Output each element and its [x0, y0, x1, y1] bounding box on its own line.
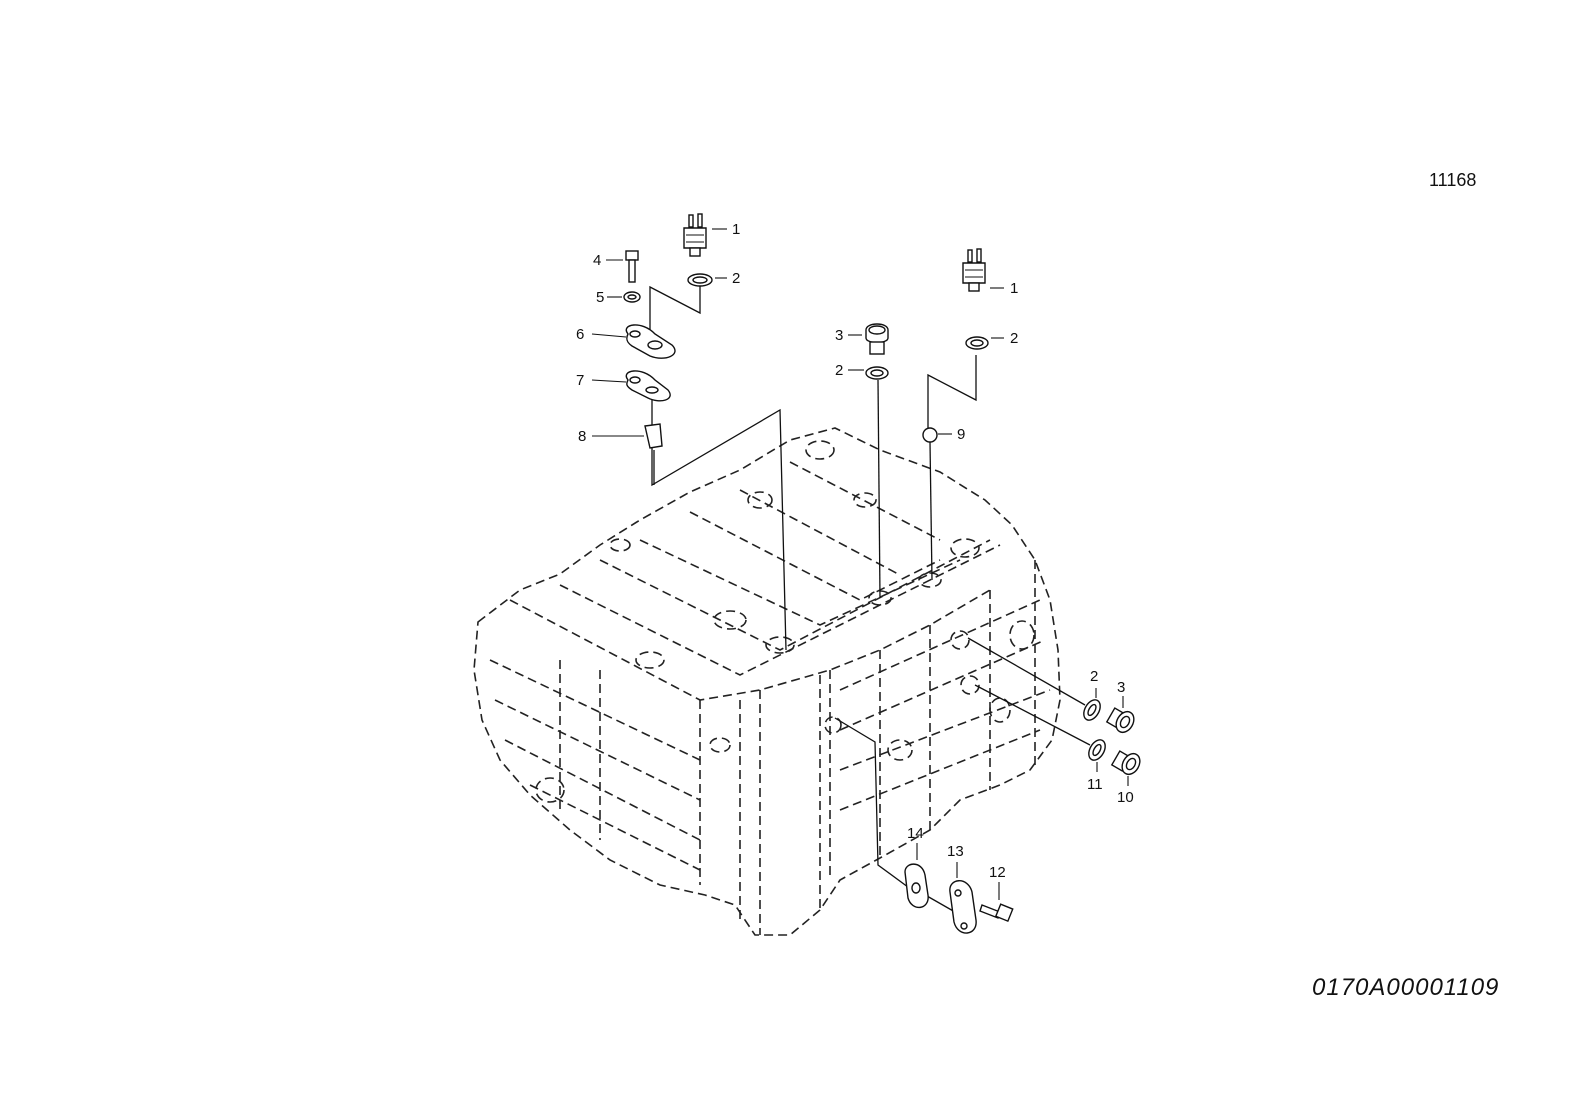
callout-4: 4 — [593, 252, 601, 269]
steel-ball — [922, 427, 952, 443]
callout-5: 5 — [596, 289, 604, 306]
callout-2-top-left: 2 — [732, 270, 740, 287]
drawing-number: 11168 — [1429, 170, 1477, 190]
callout-12: 12 — [989, 864, 1006, 881]
plate-code: 0170A00001109 — [1312, 974, 1500, 1001]
callout-3-middle: 3 — [835, 327, 843, 344]
callout-2-side: 2 — [1090, 668, 1098, 685]
callout-1-right: 1 — [1010, 280, 1018, 297]
callout-8: 8 — [578, 428, 586, 445]
seal-ring-side-upper — [1083, 688, 1101, 721]
callout-2-middle: 2 — [835, 362, 843, 379]
seal-ring-side-lower — [1088, 739, 1106, 772]
flange-plate — [591, 324, 676, 359]
pressure-switch-left — [683, 213, 727, 257]
callout-3-side: 3 — [1117, 679, 1125, 696]
callout-14: 14 — [907, 825, 924, 842]
seal-ring-right — [965, 336, 1004, 350]
screw-plug-side-upper — [1105, 696, 1135, 734]
lock-washer — [607, 291, 641, 303]
gasket-plate — [591, 370, 671, 402]
seal-ring-middle — [848, 366, 889, 380]
callout-1-top-left: 1 — [732, 221, 740, 238]
cover-gasket — [904, 843, 929, 909]
hex-bolt — [606, 250, 639, 283]
transmission-housing — [473, 427, 1061, 936]
seal-ring-left — [687, 273, 727, 287]
pressure-switch-right — [962, 248, 1004, 292]
callout-7: 7 — [576, 372, 584, 389]
callout-11: 11 — [1087, 776, 1103, 793]
cover-plate — [949, 862, 977, 934]
cover-bolt — [979, 882, 1014, 923]
callout-13: 13 — [947, 843, 964, 860]
callout-labels: 1 2 4 5 6 7 8 3 2 1 2 9 2 3 11 10 14 13 … — [576, 221, 1134, 881]
guide-sleeve — [592, 423, 663, 449]
callout-2-right: 2 — [1010, 330, 1018, 347]
callout-6: 6 — [576, 326, 584, 343]
callout-9: 9 — [957, 426, 965, 443]
screw-plug-middle — [848, 323, 889, 355]
callout-10: 10 — [1117, 789, 1134, 806]
screw-plug-side-lower — [1110, 750, 1141, 786]
